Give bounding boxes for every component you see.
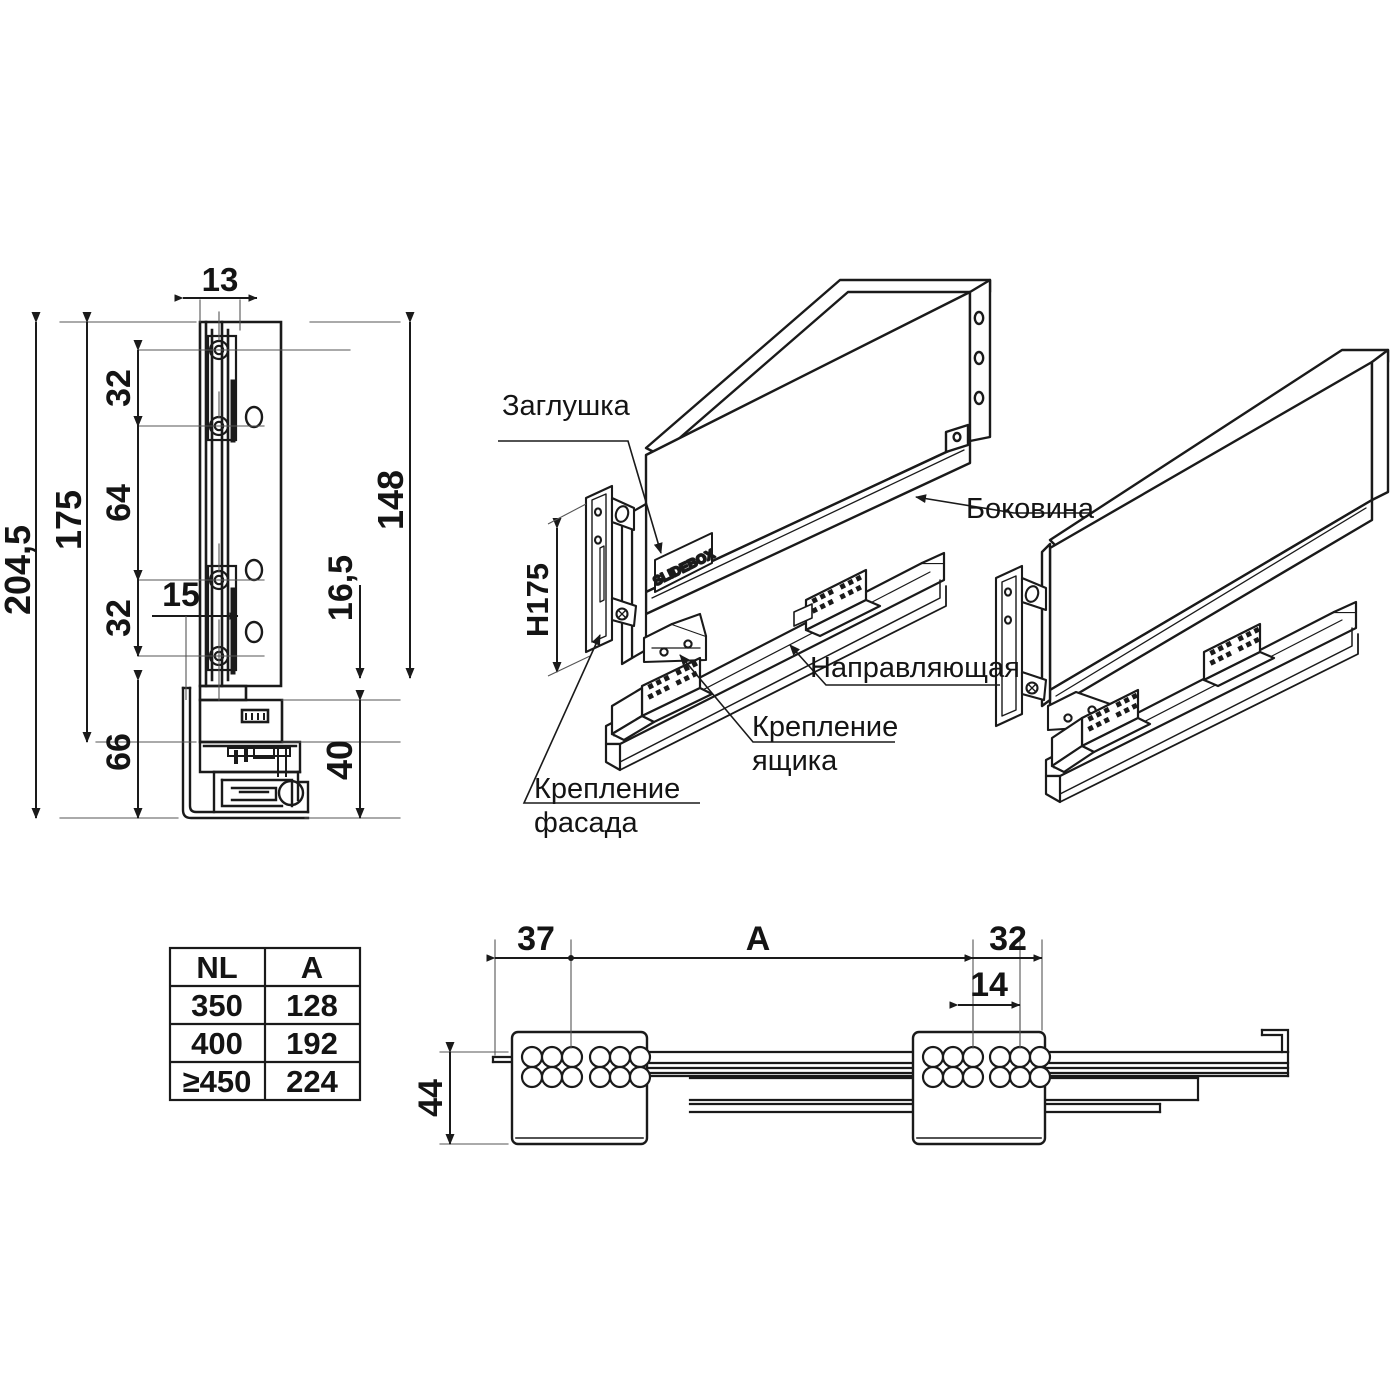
callout-front-bracket: Крепление фасада [522, 634, 700, 839]
dimension-148: 148 [370, 312, 415, 679]
dim-37-text: 37 [517, 920, 555, 958]
dim-40-text: 40 [319, 740, 360, 780]
callout-runner: Направляющая [789, 644, 1020, 686]
dim-32-bottom-text: 32 [100, 599, 138, 637]
dim-13-text: 13 [202, 261, 239, 298]
dim-A-text: A [746, 920, 771, 958]
spec-table-header-a: A [301, 950, 323, 985]
dim-14-text: 14 [970, 966, 1008, 1004]
spec-table-cell-a-2: 192 [286, 1026, 338, 1061]
spec-table-cell-a-3: 224 [286, 1064, 338, 1099]
runner-hole-pattern-d [1087, 692, 1139, 732]
dimension-h175: H175 [520, 503, 591, 677]
label-runner: Направляющая [810, 652, 1020, 684]
rail-plan-group [439, 939, 1290, 1146]
dim-66-text: 66 [100, 733, 138, 771]
runner-hole-pattern-b [647, 660, 699, 700]
callout-drawer-bracket: Крепление ящика [679, 654, 898, 777]
side-panel-left [644, 278, 992, 616]
dimension-40: 40 [319, 690, 365, 819]
bracket-front-holes [520, 1045, 652, 1089]
drawer-bracket-left [642, 612, 708, 664]
spec-table-header-nl: NL [196, 950, 237, 985]
front-fixing-bracket-right [994, 564, 1048, 728]
dimension-64: 64 [100, 416, 143, 581]
label-side-panel: Боковина [966, 493, 1095, 525]
dim-15-text: 15 [162, 576, 200, 614]
spec-table-cell-a-1: 128 [286, 988, 338, 1023]
drawer-side-profile [198, 320, 283, 688]
label-drawer-bracket-l2: ящика [752, 745, 838, 777]
dimension-14: 14 [949, 966, 1021, 1009]
dimension-A: A [571, 920, 974, 962]
spec-table-cell-nl-1: 350 [191, 988, 243, 1023]
side-oval-holes [244, 405, 264, 644]
spec-table-cell-nl-3: ≥450 [183, 1064, 252, 1099]
bracket-rear-holes [921, 1045, 1052, 1089]
dimension-175: 175 [48, 312, 92, 743]
dim-16-5-text: 16,5 [322, 555, 360, 621]
runner-hole-pattern-c [1209, 626, 1261, 666]
dimension-66: 66 [100, 670, 143, 819]
label-cap: Заглушка [502, 390, 631, 422]
label-front-bracket-l1: Крепление [534, 773, 680, 805]
callout-cap: Заглушка [498, 390, 663, 554]
callout-side-panel: Боковина [915, 493, 1095, 525]
dimension-32-top: 32 [100, 340, 143, 427]
runner-rail-right [1044, 600, 1359, 804]
dimension-16-5: 16,5 [322, 555, 365, 679]
rail-end-hook [1260, 1028, 1290, 1054]
dim-148-text: 148 [370, 470, 411, 530]
dimension-13: 13 [174, 261, 258, 302]
dim-204-5-text: 204,5 [0, 525, 38, 615]
dimension-32-bottom: 32 [100, 570, 143, 657]
dim-44-text: 44 [412, 1079, 450, 1117]
section-extension-lines [59, 299, 401, 819]
dim-32-rail-text: 32 [989, 920, 1027, 958]
dim-32-top-text: 32 [100, 369, 138, 407]
dim-64-text: 64 [100, 484, 138, 522]
dim-h175-text: H175 [520, 563, 555, 637]
dimension-32-rail: 32 [964, 920, 1043, 962]
label-drawer-bracket-l1: Крепление [752, 711, 898, 743]
spec-table-cell-nl-2: 400 [191, 1026, 243, 1061]
runner-hole-pattern-a [811, 574, 863, 614]
label-front-bracket-l2: фасада [534, 807, 639, 839]
section-view-group [59, 299, 401, 820]
side-panel-right [1040, 348, 1390, 712]
dimension-44: 44 [412, 1042, 455, 1145]
dimension-204-5: 204,5 [0, 312, 41, 819]
dimension-15: 15 [152, 576, 239, 700]
dim-175-text: 175 [48, 490, 89, 550]
dimension-37: 37 [486, 920, 574, 962]
screw-channel-top [206, 334, 238, 442]
front-fixing-bracket-left [584, 484, 638, 654]
base-labyrinth-profile [212, 770, 310, 814]
spec-table-grid [168, 946, 362, 1102]
spec-table-group: NL A 350 128 400 192 ≥450 224 [168, 946, 362, 1102]
